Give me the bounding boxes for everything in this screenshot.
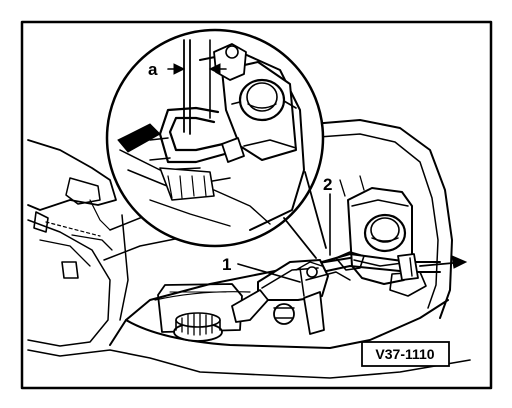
transmission-housing — [103, 119, 453, 349]
figure-frame — [20, 20, 493, 390]
callout-part-2: 2 — [323, 175, 332, 194]
dimension-a-marker — [167, 63, 227, 75]
shift-cable — [321, 253, 468, 281]
housing-bolt — [273, 303, 295, 325]
callout-dimension-a: a — [148, 60, 158, 79]
callout-part-1: 1 — [222, 255, 231, 274]
bracket-bolt — [363, 213, 407, 253]
figure-code: V37-1110 — [375, 346, 434, 362]
figure-code-box: V37-1110 — [361, 341, 450, 367]
detail-loupe — [105, 28, 327, 259]
left-engine-bay — [27, 139, 471, 379]
drain-plug — [173, 312, 223, 342]
selector-lever — [231, 259, 351, 335]
leader-line-part-1 — [237, 263, 301, 283]
